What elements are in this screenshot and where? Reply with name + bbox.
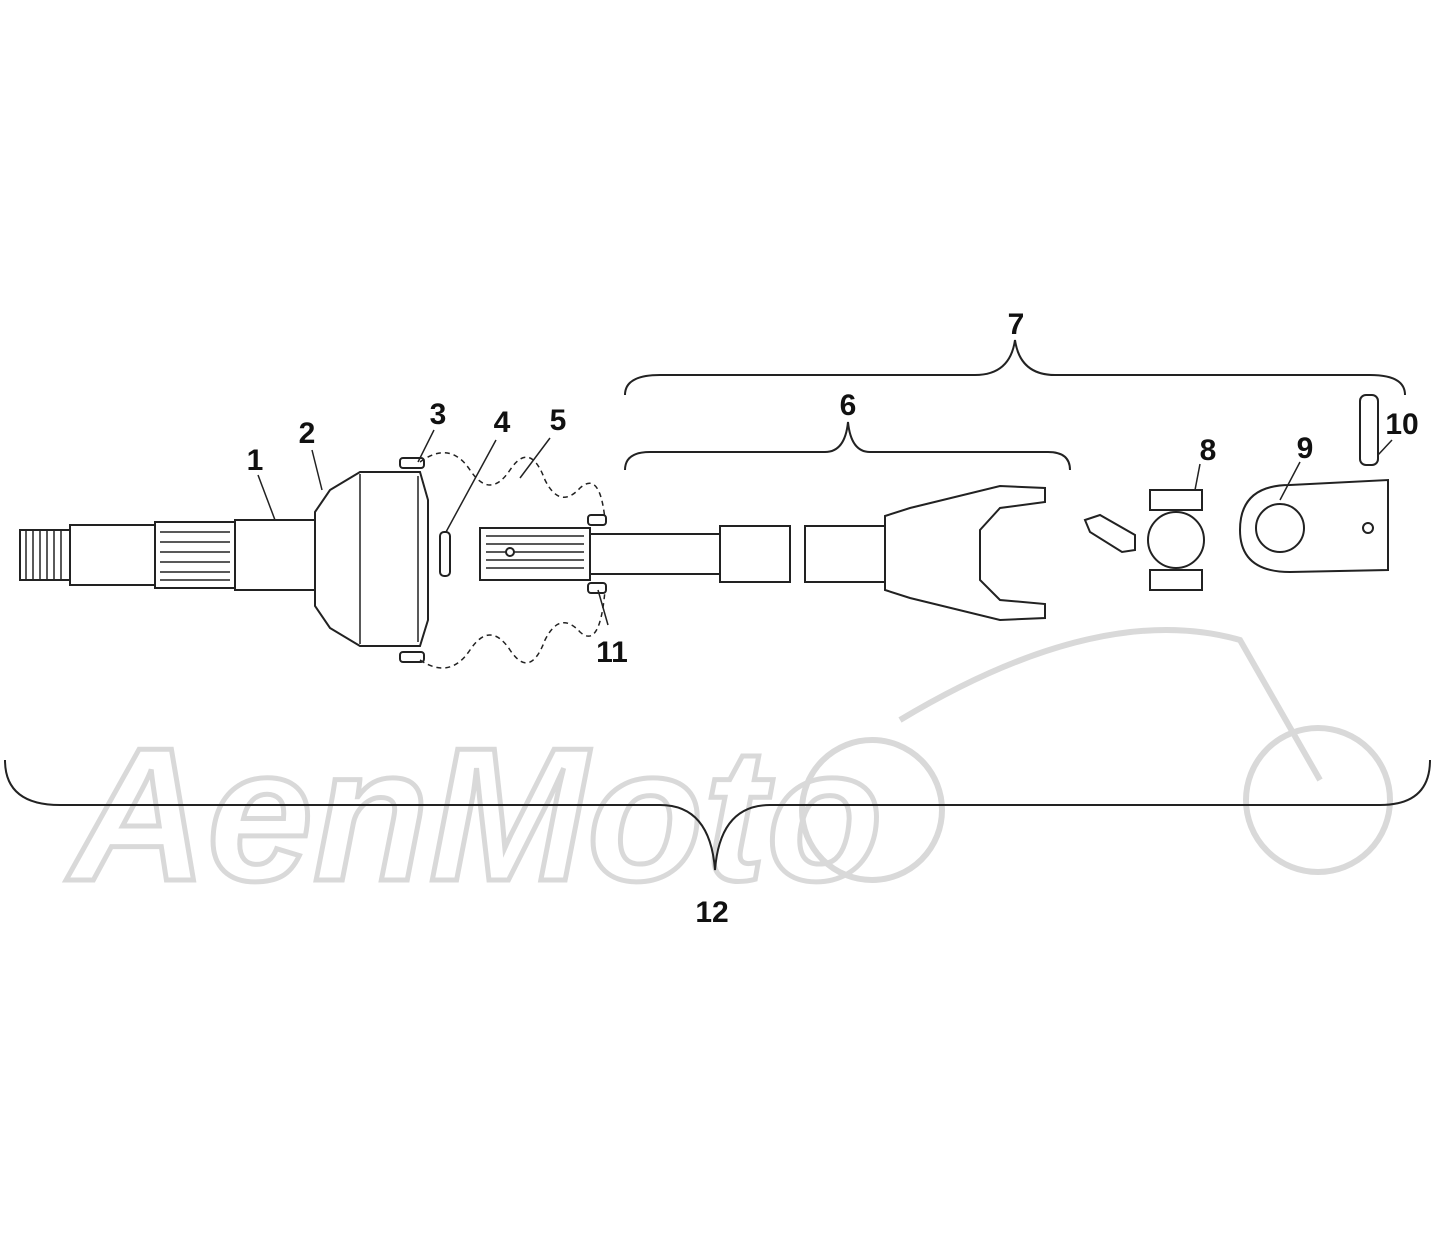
part-axle-stub	[19, 519, 316, 591]
cv-housing-body	[314, 471, 429, 647]
part-cv-boot	[419, 451, 606, 669]
callout-11: 11	[596, 636, 628, 669]
leader-11	[597, 589, 609, 626]
callout-1: 1	[247, 444, 264, 477]
cv-boot-bottom-outline	[419, 589, 606, 669]
part-u-joint	[1083, 489, 1205, 591]
callout-10: 10	[1385, 408, 1418, 441]
watermark: AenMoto	[64, 627, 1393, 924]
shaft-spline-lines	[486, 535, 584, 569]
grease-fitting-icon	[1083, 513, 1136, 554]
axle-thread-lines	[25, 530, 62, 580]
leader-1	[257, 474, 276, 521]
inner-clamp-top	[587, 514, 607, 526]
callout-3: 3	[430, 398, 447, 431]
shaft-hole	[505, 547, 515, 557]
leader-3	[417, 429, 435, 463]
yoke-pin-hole	[1362, 522, 1374, 534]
braces	[4, 339, 1431, 871]
watermark-text: AenMoto	[66, 709, 883, 921]
leader-10	[1377, 439, 1393, 456]
u-joint-cap-top	[1149, 489, 1203, 511]
brace-7	[624, 339, 1406, 396]
shaft-tube-left	[589, 533, 721, 575]
leader-4	[445, 439, 497, 533]
part-roll-pin	[1359, 394, 1379, 466]
u-joint-body	[1147, 511, 1205, 569]
u-joint-cap-bottom	[1149, 569, 1203, 591]
callout-4: 4	[494, 406, 511, 439]
part-snap-ring	[439, 531, 451, 577]
part-cv-housing	[314, 471, 429, 647]
axle-neck	[234, 519, 316, 591]
watermark-wheel-rear-icon	[1243, 725, 1393, 875]
leader-8	[1194, 463, 1201, 491]
outer-clamp-top	[399, 457, 425, 469]
callout-2: 2	[299, 417, 316, 450]
axle-plain-section	[69, 524, 156, 586]
yoke-end	[884, 484, 1046, 622]
yoke-bore	[1255, 503, 1305, 553]
callout-9: 9	[1297, 432, 1314, 465]
axle-splined-section	[154, 521, 236, 589]
cv-boot-top-outline	[419, 451, 606, 521]
callout-5: 5	[550, 404, 567, 437]
shaft-tube-joint	[719, 525, 791, 583]
leader-2	[311, 449, 323, 491]
brace-6	[624, 421, 1071, 471]
part-yoke	[1238, 478, 1389, 574]
callout-8: 8	[1200, 434, 1217, 467]
shaft-tube-right	[804, 525, 886, 583]
leader-lines	[257, 429, 1393, 626]
leader-5	[519, 437, 551, 479]
watermark-motorcycle-frame-icon	[898, 627, 1323, 782]
callout-6: 6	[840, 389, 857, 422]
callout-12: 12	[695, 896, 728, 929]
outer-clamp-bottom	[399, 651, 425, 663]
axle-spline-lines	[160, 531, 230, 581]
part-shaft-yoke	[479, 484, 1046, 622]
inner-clamp-bottom	[587, 582, 607, 594]
brace-12	[4, 759, 1431, 871]
callouts: 1 2 3 4 5 6 7 8 9 10 11 12	[247, 308, 1419, 929]
watermark-wheel-front-icon	[799, 737, 945, 883]
axle-threaded-end	[19, 529, 71, 581]
leader-9	[1279, 461, 1301, 501]
callout-7: 7	[1008, 308, 1025, 341]
